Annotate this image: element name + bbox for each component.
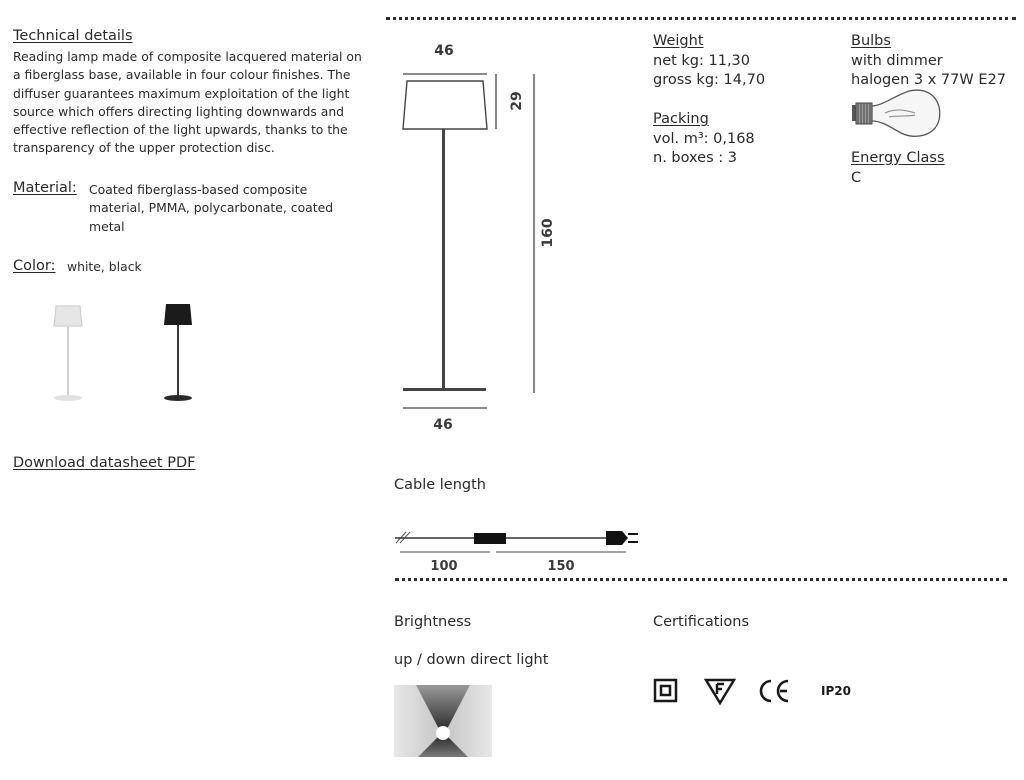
certifications-icons: IP20	[653, 678, 851, 706]
gross-weight: gross kg: 14,70	[653, 72, 766, 89]
energy-class-value: C	[851, 169, 862, 186]
base-width-label: 46	[433, 417, 452, 433]
certifications-title: Certifications	[653, 614, 750, 630]
shade-height-label: 29	[509, 91, 525, 110]
white-lamp-swatch[interactable]	[40, 298, 100, 408]
bulbs-spec: halogen 3 x 77W E27	[851, 72, 1006, 89]
technical-details-title: Technical details	[13, 28, 133, 44]
color-value: white, black	[67, 259, 142, 274]
color-label: Color:	[13, 258, 56, 274]
packing-block: Packing vol. m³: 0,168 n. boxes : 3	[653, 110, 755, 169]
brightness-value: up / down direct light	[394, 652, 549, 668]
technical-description: Reading lamp made of composite lacquered…	[13, 49, 362, 156]
brightness-title: Brightness	[394, 614, 472, 630]
ip-rating: IP20	[821, 684, 851, 698]
up-down-light-icon	[394, 685, 492, 757]
black-lamp-swatch[interactable]	[150, 298, 210, 408]
lamp-dimension-drawing: 46 46 29 160	[402, 43, 556, 433]
material-value: Coated fiberglass-based composite materi…	[89, 182, 334, 234]
material-label: Material:	[13, 180, 77, 196]
weight-block: Weight net kg: 11,30 gross kg: 14,70	[653, 32, 765, 91]
cable-segment-1-label: 100	[430, 559, 457, 574]
packing-title: Packing	[653, 111, 709, 127]
weight-title: Weight	[653, 33, 704, 49]
top-divider	[386, 17, 1016, 20]
bulbs-title: Bulbs	[851, 33, 891, 49]
download-datasheet-link[interactable]: Download datasheet PDF	[13, 455, 196, 471]
shade-width-label: 46	[434, 43, 453, 59]
packing-boxes: n. boxes : 3	[653, 150, 737, 167]
energy-block: Energy Class C	[851, 149, 945, 188]
bulbs-block: Bulbs with dimmer halogen 3 x 77W E27	[851, 32, 1006, 91]
f-mark-icon	[703, 678, 737, 706]
cable-segment-2-label: 150	[547, 559, 574, 574]
packing-volume: vol. m³: 0,168	[653, 130, 755, 147]
ce-mark-icon	[759, 679, 789, 703]
bottom-divider	[395, 578, 1007, 581]
double-insulation-icon	[653, 678, 678, 703]
total-height-label: 160	[540, 218, 556, 247]
energy-class-title: Energy Class	[851, 150, 945, 166]
net-weight: net kg: 11,30	[653, 52, 751, 69]
bulbs-dimmer: with dimmer	[851, 52, 943, 69]
cable-length-diagram: 100 150	[395, 531, 638, 574]
cable-length-title: Cable length	[394, 477, 486, 493]
bulb-icon	[852, 89, 941, 137]
